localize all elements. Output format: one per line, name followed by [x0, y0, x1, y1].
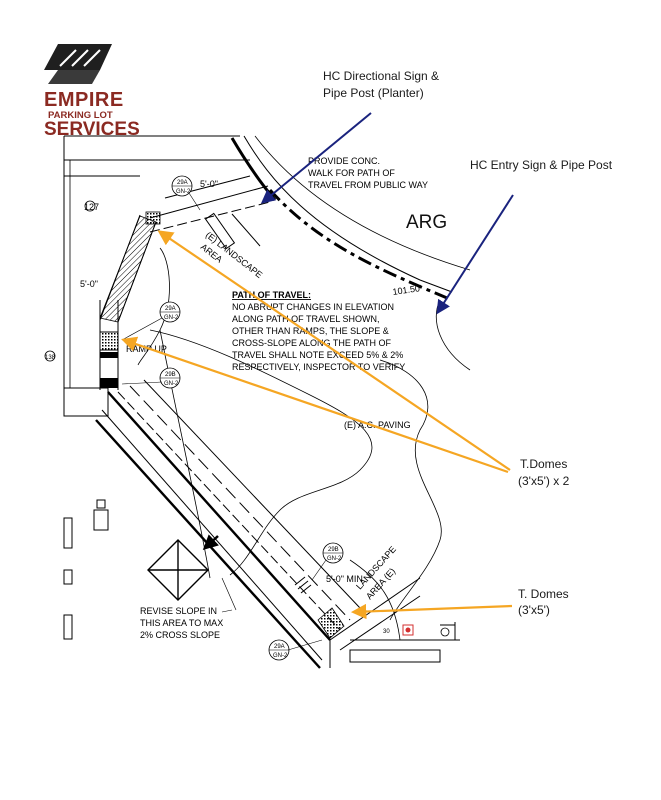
tag-29a-mid: 29A GN-2	[159, 301, 181, 323]
t-domes-pair-label-1: T.Domes	[520, 457, 567, 471]
num-127: 127	[84, 202, 99, 212]
path-line-3: OTHER THAN RAMPS, THE SLOPE &	[232, 326, 389, 336]
svg-text:GN-2: GN-2	[164, 315, 179, 321]
provide-conc-1: PROVIDE CONC.	[308, 156, 380, 166]
dimension-label: 101.50'	[392, 283, 423, 297]
logo-parking-lot: PARKING LOT	[48, 110, 113, 121]
t-domes-single-label-1: T. Domes	[518, 587, 569, 601]
svg-text:GN-2: GN-2	[273, 653, 288, 659]
revise-1: REVISE SLOPE IN	[140, 606, 217, 616]
five-ft-left: 5'-0"	[80, 279, 98, 289]
tag-29b-mid: 29B GN-2	[159, 367, 181, 389]
svg-text:29A: 29A	[274, 644, 285, 650]
tag-29a-bottom: 29A GN-2	[268, 639, 290, 661]
slope-diamond-symbol	[147, 539, 209, 601]
path-line-6: RESPECTIVELY, INSPECTOR TO VERIFY	[232, 362, 405, 372]
num-30: 30	[383, 629, 390, 635]
hc-directional-label-2: Pipe Post (Planter)	[323, 86, 424, 100]
hc-entry-arrow	[436, 194, 514, 315]
ramp-hatching	[99, 211, 345, 639]
fire-hydrant-icon	[402, 624, 414, 636]
svg-text:GN-2: GN-2	[327, 556, 342, 562]
path-line-2: ALONG PATH OF TRAVEL SHOWN,	[232, 314, 380, 324]
revise-2: THIS AREA TO MAX	[140, 618, 223, 628]
logo-empire: EMPIRE	[44, 89, 124, 111]
revise-3: 2% CROSS SLOPE	[140, 630, 220, 640]
svg-text:GN-2: GN-2	[176, 189, 191, 195]
provide-conc-2: WALK FOR PATH OF	[308, 168, 395, 178]
five-ft-min: 5'-0" MIN	[326, 574, 363, 584]
t-domes-arrow-lower	[121, 336, 509, 474]
hc-directional-arrow	[260, 112, 372, 204]
hc-directional-label-1: HC Directional Sign &	[323, 69, 439, 83]
ramp-up-label: RAMP UP	[126, 344, 167, 354]
provide-conc-3: TRAVEL FROM PUBLIC WAY	[308, 180, 428, 190]
svg-text:GN-2: GN-2	[164, 381, 179, 387]
bollard-icon	[440, 627, 450, 637]
logo-services: SERVICES	[44, 119, 140, 140]
site-linework	[44, 135, 471, 669]
svg-text:29B: 29B	[328, 547, 339, 553]
num-138: 138	[45, 355, 56, 361]
path-line-4: CROSS-SLOPE ALONG THE PATH OF	[232, 338, 392, 348]
revise-slope-arrow	[202, 534, 219, 551]
five-ft-top: 5'-0"	[200, 179, 218, 189]
path-line-1: NO ABRUPT CHANGES IN ELEVATION	[232, 302, 394, 312]
path-line-5: TRAVEL SHALL NOTE EXCEED 5% & 2%	[232, 350, 403, 360]
ac-paving-label: (E) A.C. PAVING	[344, 420, 411, 430]
t-domes-arrow-upper	[157, 230, 511, 471]
svg-text:29B: 29B	[165, 372, 176, 378]
t-domes-single-label-2: (3'x5')	[518, 603, 550, 617]
hc-entry-label: HC Entry Sign & Pipe Post	[470, 158, 613, 172]
t-domes-pair-label-2: (3'x5') x 2	[518, 474, 570, 488]
svg-text:29A: 29A	[177, 180, 188, 186]
road-logo-icon	[44, 44, 112, 84]
drawing-notes: PROVIDE CONC. WALK FOR PATH OF TRAVEL FR…	[45, 156, 447, 640]
path-title: PATH OF TRAVEL:	[232, 290, 311, 300]
tag-29a-top: 29A GN-2	[171, 175, 193, 197]
tag-29b-bottom: 29B GN-2	[322, 542, 344, 564]
t-domes-arrow-single	[350, 603, 513, 620]
company-logo: EMPIRE PARKING LOT SERVICES	[44, 44, 140, 140]
arg-label: ARG	[406, 212, 447, 233]
svg-text:29A: 29A	[165, 306, 176, 312]
